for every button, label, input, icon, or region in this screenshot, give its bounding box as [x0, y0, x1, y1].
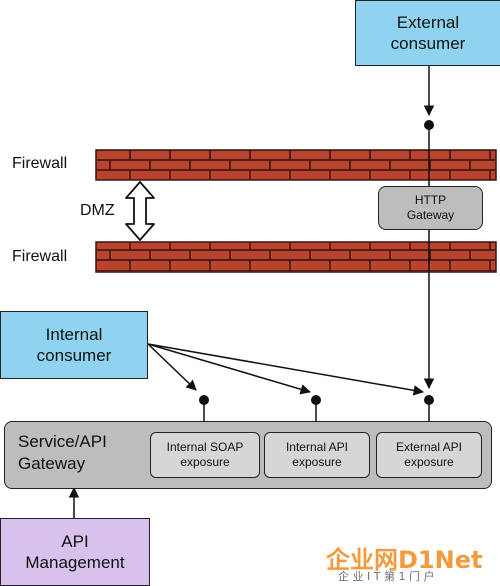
dmz-double-arrow [125, 181, 155, 241]
firewall-top-label: Firewall [12, 155, 68, 172]
watermark-brand: 企业网D1Net [326, 546, 483, 574]
external-consumer-box: External consumer [355, 0, 500, 66]
service-api-gateway-label: Service/API Gateway [18, 432, 107, 473]
internal-api-exposure-label: Internal API exposure [285, 440, 349, 469]
external-consumer-label: External consumer [390, 13, 466, 53]
internal-api-exposure-box: Internal API exposure [264, 432, 370, 478]
firewall-top-wall [95, 149, 497, 181]
firewall-bottom-label: Firewall [12, 248, 68, 265]
watermark-tagline: 企 业 I T 第 1 门 户 [338, 570, 435, 583]
dmz-label: DMZ [80, 202, 115, 219]
firewall-bottom-wall [95, 241, 497, 273]
internal-soap-exposure-label: Internal SOAP exposure [166, 440, 244, 469]
internal-to-internal-api-arrow [147, 343, 312, 395]
api-management-box: API Management [0, 518, 150, 586]
http-gateway-label: HTTP Gateway [406, 193, 455, 222]
internal-consumer-box: Internal consumer [0, 311, 148, 379]
internal-consumer-label: Internal consumer [36, 325, 112, 365]
external-api-exposure-label: External API exposure [395, 440, 463, 469]
api-management-label: API Management [25, 532, 125, 572]
internal-soap-exposure-box: Internal SOAP exposure [150, 432, 260, 478]
internal-to-external-api-arrow [147, 343, 425, 396]
external-api-exposure-box: External API exposure [376, 432, 482, 478]
internal-to-soap-arrow [147, 343, 197, 391]
http-gateway-box: HTTP Gateway [378, 186, 483, 230]
